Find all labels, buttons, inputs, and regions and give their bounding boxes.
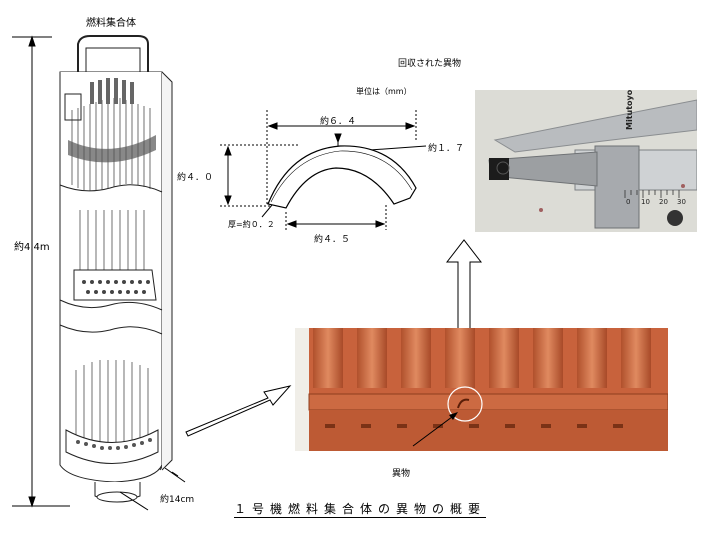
caliper-drawing: [475, 90, 697, 232]
scale-number-0: 0: [626, 198, 631, 206]
figure-caption: １号機燃料集合体の異物の概要: [0, 500, 720, 518]
fuel-rods-photo: [295, 328, 668, 451]
fuel-assembly-title: 燃料集合体: [86, 18, 136, 29]
bottom-width-label: 約４．５: [314, 235, 351, 245]
scale-number-10: 10: [641, 198, 650, 206]
wall-thickness-label: 厚=約０．２: [228, 220, 275, 229]
height-label: 約４．０: [177, 173, 214, 183]
top-width-label: 約６．４: [320, 117, 357, 127]
scale-number-30: 30: [677, 198, 686, 206]
unit-label: 単位は（mm）: [356, 87, 412, 96]
caliper-photo: Mitutoyo 0 10 20 30: [475, 90, 697, 232]
scale-number-20: 20: [659, 198, 668, 206]
arc-thickness-label: 約１．７: [428, 144, 465, 154]
figure-caption-text: １号機燃料集合体の異物の概要: [233, 502, 486, 518]
caliper-brand: Mitutoyo: [625, 90, 634, 130]
fuel-rods-drawing: [295, 328, 668, 451]
foreign-object-label: 異物: [392, 469, 411, 479]
fragment-heading: 回収された異物: [398, 59, 462, 69]
assembly-width-label: 約14cm: [160, 495, 195, 505]
